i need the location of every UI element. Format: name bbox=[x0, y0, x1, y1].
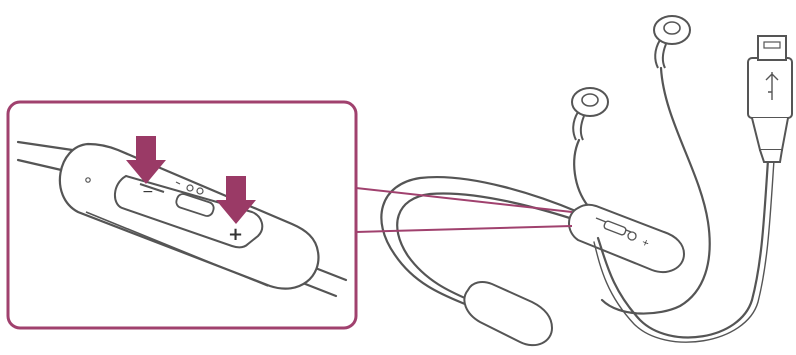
remote-control-icon: + bbox=[569, 205, 684, 272]
neckband-battery-unit bbox=[464, 282, 552, 345]
plus-button-symbol: + bbox=[228, 224, 243, 245]
earbud-left-icon bbox=[572, 88, 608, 206]
minus-button-symbol: − bbox=[142, 184, 154, 200]
usb-connector-icon bbox=[748, 36, 792, 162]
